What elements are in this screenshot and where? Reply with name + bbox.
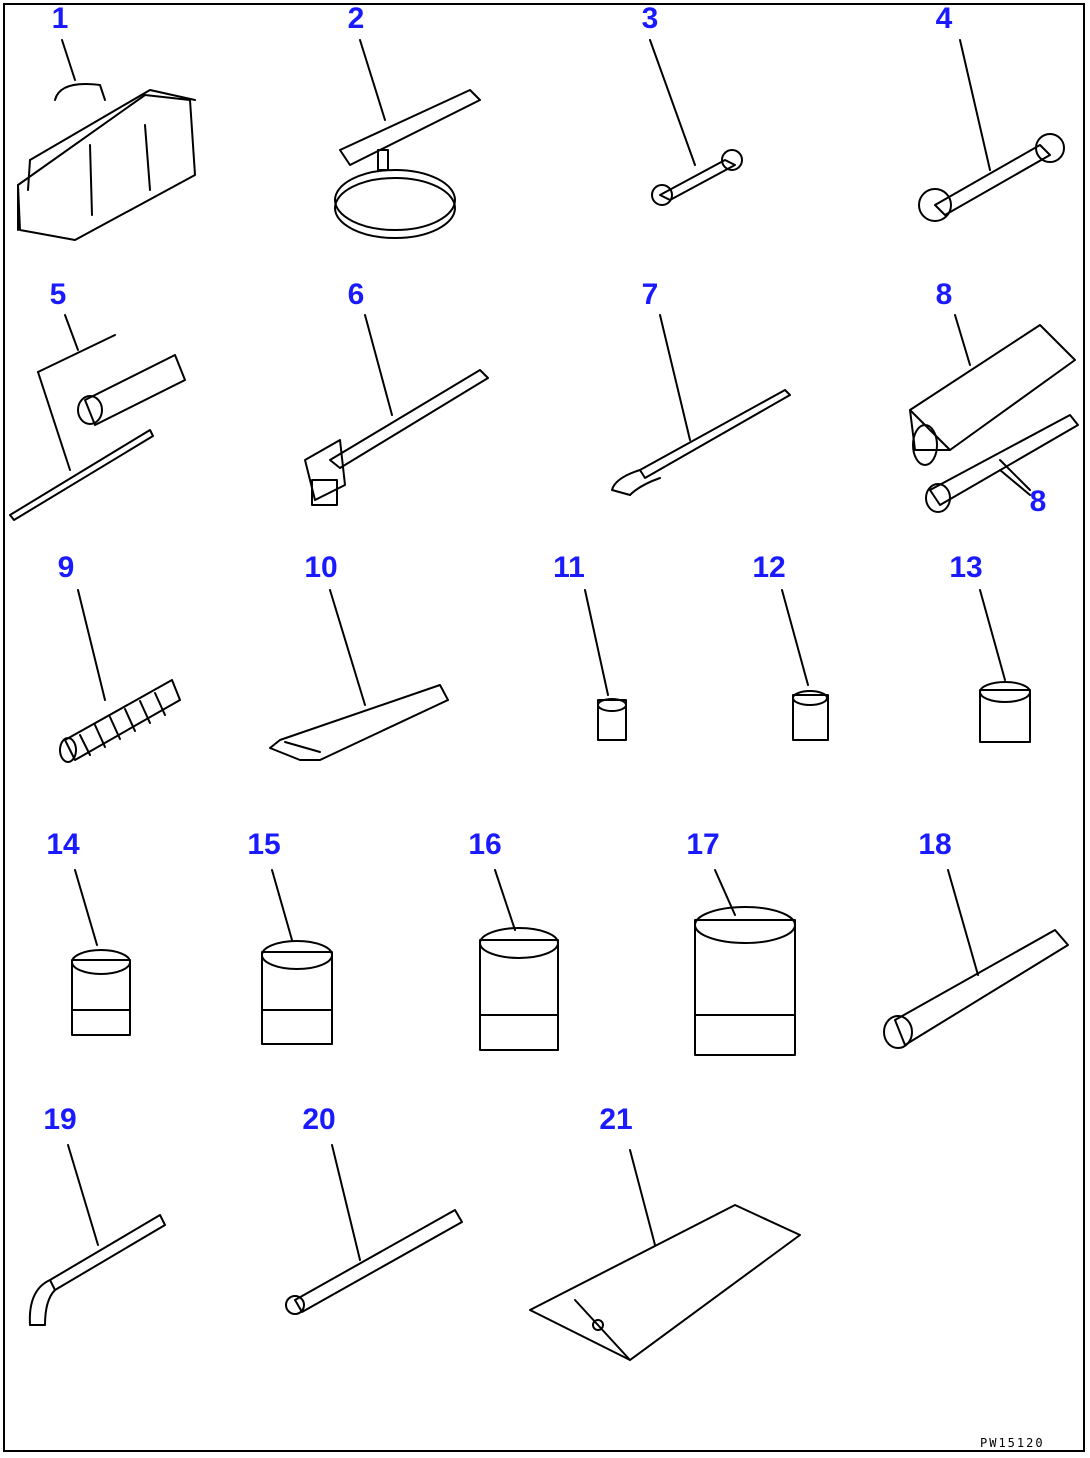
callout-4: 4 xyxy=(935,2,953,35)
drawing-frame xyxy=(3,3,1085,1452)
grease-gun-icon xyxy=(909,314,1079,513)
callout-9: 9 xyxy=(57,551,75,584)
callout-6: 6 xyxy=(347,278,365,311)
callout-19: 19 xyxy=(43,1103,77,1136)
callout-18: 18 xyxy=(918,828,952,861)
callout-20: 20 xyxy=(302,1103,336,1136)
callout-2: 2 xyxy=(347,2,365,35)
pouch-icon xyxy=(529,1149,801,1361)
l-handle-icon xyxy=(28,1144,166,1326)
socket-and-bar-icon xyxy=(9,314,186,521)
socket-s-icon xyxy=(781,589,829,741)
callout-16: 16 xyxy=(468,828,502,861)
callout-14: 14 xyxy=(46,828,80,861)
universal-joint-bar-icon xyxy=(285,1144,463,1315)
callout-11: 11 xyxy=(553,551,585,584)
socket-17-icon xyxy=(694,869,796,1056)
socket-m-icon xyxy=(979,589,1031,743)
large-wrench-icon xyxy=(918,39,1065,222)
pry-bar-icon xyxy=(611,314,791,496)
callout-13: 13 xyxy=(949,551,983,584)
hex-key-icon xyxy=(269,589,449,761)
tool-bag-icon xyxy=(17,39,196,241)
socket-16-icon xyxy=(479,869,559,1051)
callout-21: 21 xyxy=(599,1103,633,1136)
small-wrench-icon xyxy=(649,39,743,206)
filter-wrench-icon xyxy=(334,39,481,239)
socket-xs-icon xyxy=(584,589,627,741)
callout-1: 1 xyxy=(51,2,69,35)
hammer-icon xyxy=(304,314,489,506)
callout-8-nozzle: 8 xyxy=(1029,485,1047,518)
callout-15: 15 xyxy=(247,828,281,861)
extension-bar-icon xyxy=(883,869,1069,1049)
callout-10: 10 xyxy=(304,551,338,584)
drawing-code: PW15120 xyxy=(980,1436,1045,1450)
callout-5: 5 xyxy=(49,278,67,311)
callout-12: 12 xyxy=(752,551,786,584)
socket-14-icon xyxy=(71,869,131,1036)
socket-15-icon xyxy=(261,869,333,1045)
callout-8: 8 xyxy=(935,278,953,311)
callout-7: 7 xyxy=(641,278,659,311)
callout-17: 17 xyxy=(686,828,720,861)
callout-3: 3 xyxy=(641,2,659,35)
spring-icon xyxy=(59,589,181,763)
